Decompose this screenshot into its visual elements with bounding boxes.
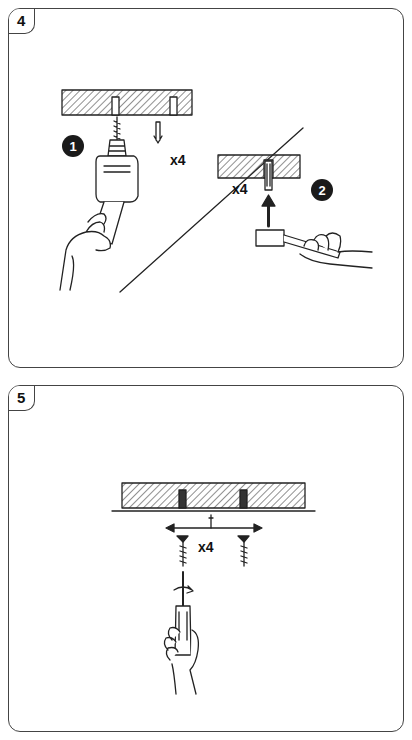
hand: [164, 628, 198, 695]
callout-circle: 1: [62, 135, 84, 157]
wall-plug: [240, 490, 247, 508]
divider-line: [120, 128, 303, 292]
wall-plug: [179, 490, 186, 508]
screw: [238, 536, 249, 566]
arrow: [267, 204, 270, 226]
step-panel: 5: [8, 385, 404, 732]
arrow-head: [166, 524, 262, 532]
arrow-head: [262, 195, 275, 206]
quantity-label: x4: [170, 153, 186, 167]
wall-plug: [265, 161, 272, 190]
step-panel: 4 1 2: [8, 8, 404, 368]
spacing-line: [172, 527, 256, 528]
callout-number: 1: [69, 140, 76, 153]
wall-block: [122, 483, 305, 508]
hand: [300, 233, 372, 268]
drilled-hole: [170, 97, 177, 115]
hand: [60, 214, 110, 290]
drilled-hole: [112, 97, 119, 115]
drill-body: [96, 156, 138, 202]
quantity-label: x4: [232, 182, 248, 196]
drill-chuck: [108, 140, 126, 156]
drill-bit: [114, 117, 120, 140]
step-number: 5: [9, 386, 35, 411]
wall-plug-icon: [154, 122, 162, 143]
callout-circle: 2: [311, 179, 333, 201]
quantity-label: x4: [198, 540, 214, 554]
screw-icon: [209, 515, 213, 528]
wall-block: [218, 155, 300, 178]
surface-line: [112, 510, 315, 511]
callout-number: 2: [318, 184, 325, 197]
wall-block: [62, 90, 192, 115]
step-number: 4: [9, 9, 35, 34]
rotation-arrow: [174, 586, 193, 593]
screw: [177, 536, 188, 566]
screwdriver-shaft: [182, 572, 184, 606]
hammer-head: [256, 230, 284, 246]
